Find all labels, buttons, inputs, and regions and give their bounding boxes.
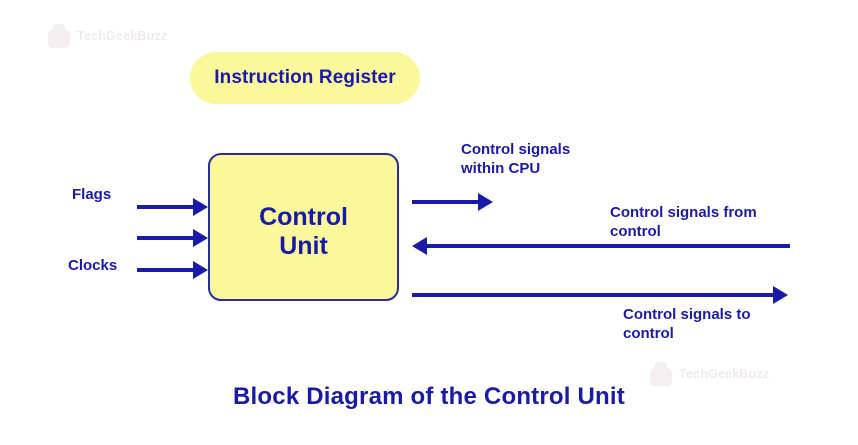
diagram-caption: Block Diagram of the Control Unit [233, 383, 625, 410]
connector-flags-line [137, 205, 195, 209]
control-unit-label: Control Unit [259, 203, 348, 260]
label-control-signals-within-cpu: Control signals within CPU [461, 141, 571, 178]
connector-flags-arrowhead-icon [193, 198, 208, 216]
label-flags: Flags [72, 186, 112, 203]
label-clocks: Clocks [68, 257, 118, 274]
label-control-signals-from-control: Control signals from control [610, 204, 757, 241]
connector-middle-input-line [137, 236, 195, 240]
connector-to-control-arrowhead-icon [773, 286, 788, 304]
connector-from-control-arrowhead-icon [412, 237, 427, 255]
connector-from-control-line [427, 244, 790, 248]
connector-middle-input-arrowhead-icon [193, 229, 208, 247]
control-unit-node: Control Unit [208, 153, 399, 301]
connector-clocks-line [137, 268, 195, 272]
connector-to-control-line [412, 293, 775, 297]
label-control-signals-to-control: Control signals to control [623, 306, 751, 343]
connector-within-cpu-arrowhead-icon [478, 193, 493, 211]
connector-within-cpu-line [412, 200, 480, 204]
watermark-top-left: TechGeekBuzz [48, 24, 167, 48]
watermark-label: TechGeekBuzz [679, 367, 770, 381]
watermark-label: TechGeekBuzz [77, 29, 168, 43]
instruction-register-label: Instruction Register [214, 67, 396, 88]
techgeekbuzz-logo-icon [48, 24, 70, 48]
instruction-register-node: Instruction Register [190, 52, 420, 104]
connector-clocks-arrowhead-icon [193, 261, 208, 279]
